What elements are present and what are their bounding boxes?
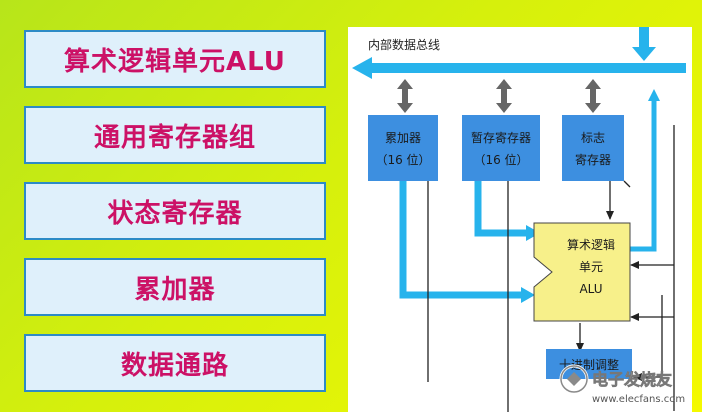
svg-text:累加器: 累加器 — [385, 131, 421, 145]
svg-text:算术逻辑: 算术逻辑 — [567, 237, 615, 252]
alu-block-diagram: 内部数据总线 累加器 （16 位） 暂存寄存器 — [348, 27, 692, 412]
watermark-url: www.elecfans.com — [592, 394, 685, 405]
flag-bus-link-icon — [585, 79, 601, 113]
svg-text:暂存寄存器: 暂存寄存器 — [471, 130, 531, 145]
menu-item-data-path[interactable]: 数据通路 — [24, 334, 326, 392]
alu-output-arrow — [628, 89, 660, 252]
control-wires — [427, 125, 675, 412]
svg-text:（16 位）: （16 位） — [375, 152, 430, 167]
decimal-adjust-block: 十进制调整 — [546, 349, 632, 379]
temp-to-alu-arrow — [474, 181, 540, 241]
accumulator-register: 累加器 （16 位） — [368, 115, 438, 181]
internal-data-bus — [352, 57, 686, 79]
watermark-brand: 电子发烧友 — [592, 370, 673, 389]
svg-text:单元: 单元 — [579, 260, 603, 274]
acc-bus-link-icon — [397, 79, 413, 113]
menu-item-general-registers[interactable]: 通用寄存器组 — [24, 106, 326, 164]
svg-text:（16 位）: （16 位） — [473, 152, 528, 167]
svg-text:ALU: ALU — [579, 282, 602, 296]
flag-register: 标志 寄存器 — [562, 115, 624, 181]
svg-text:十进制调整: 十进制调整 — [559, 357, 619, 372]
alu-block: 算术逻辑 单元 ALU — [533, 222, 631, 322]
menu-item-status-register[interactable]: 状态寄存器 — [24, 182, 326, 240]
svg-text:标志: 标志 — [581, 131, 605, 145]
acc-to-alu-arrow — [399, 181, 535, 303]
watermark: 电子发烧友 www.elecfans.com — [559, 364, 685, 405]
menu-item-accumulator[interactable]: 累加器 — [24, 258, 326, 316]
temp-register: 暂存寄存器 （16 位） — [462, 115, 540, 181]
diagram-canvas: 内部数据总线 累加器 （16 位） 暂存寄存器 — [352, 27, 686, 412]
temp-bus-link-icon — [496, 79, 512, 113]
svg-text:寄存器: 寄存器 — [575, 152, 611, 167]
bus-input-arrow — [632, 27, 656, 61]
menu-item-alu[interactable]: 算术逻辑单元ALU — [24, 30, 326, 88]
bus-label: 内部数据总线 — [368, 37, 440, 52]
